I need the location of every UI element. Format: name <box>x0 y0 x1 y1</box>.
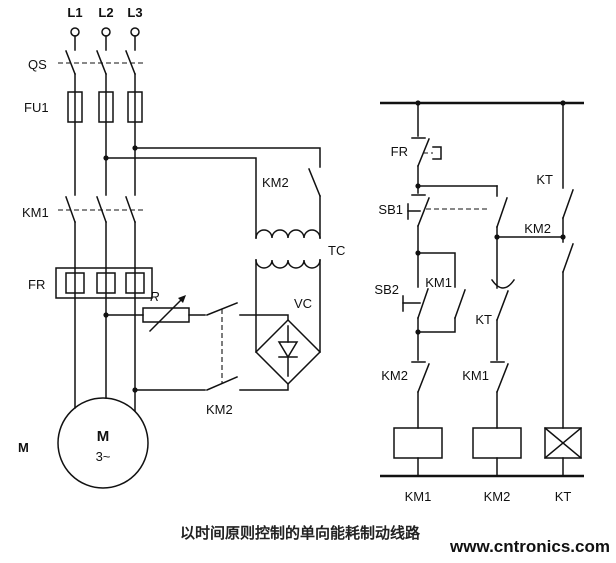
motor-symbol: M 3~ M <box>18 397 149 489</box>
label-qs: QS <box>28 57 47 72</box>
label-sb1: SB1 <box>378 202 403 217</box>
km1-main-contacts-symbol: KM1 <box>22 196 146 223</box>
fr-overload-symbol: FR <box>28 267 153 299</box>
power-circuit: L1 L2 L3 QS FU1 <box>18 5 345 489</box>
tc-branch-wires <box>103 145 321 239</box>
fr-control-contact-symbol: FR <box>391 102 442 194</box>
diode-icon <box>277 325 299 377</box>
label-km2-brake: KM2 <box>206 402 233 417</box>
label-kt-delay: KT <box>475 312 492 327</box>
km2-branch-wires <box>415 183 498 197</box>
label-coil-kt: KT <box>555 489 572 504</box>
sb1-no-contact-symbol <box>494 197 566 289</box>
km2-upper-contact-symbol: KM2 <box>262 168 321 239</box>
kt-coil-symbol: KT <box>543 426 583 504</box>
transformer-tc-symbol: TC <box>255 229 345 353</box>
label-km1-interlock: KM1 <box>462 368 489 383</box>
km2-interlock-symbol: KM2 <box>381 331 430 429</box>
label-vc: VC <box>294 296 312 311</box>
motor-letter: M <box>97 428 110 445</box>
label-tc: TC <box>328 243 345 258</box>
km2-brake-contacts-symbol: KM2 <box>132 302 289 417</box>
time-delay-arc-icon <box>490 278 516 289</box>
label-km2-latch: KM2 <box>524 221 551 236</box>
km2-coil-symbol: KM2 <box>472 427 522 504</box>
motor-phases: 3~ <box>96 449 111 464</box>
kt-delay-contact-symbol: KT <box>475 278 516 361</box>
label-r: R <box>150 289 159 304</box>
resistor-r-symbol: R <box>103 289 206 333</box>
label-km1-aux: KM1 <box>425 275 452 290</box>
label-l2: L2 <box>98 5 113 20</box>
terminal-circle-l1 <box>70 27 80 37</box>
sb2-km1-parallel-symbol: SB2 KM1 <box>374 250 466 335</box>
label-kt-top: KT <box>536 172 553 187</box>
terminal-circle-l2 <box>101 27 111 37</box>
control-circuit: FR SB1 SB2 KM1 <box>374 100 584 504</box>
phase-terminals: L1 L2 L3 <box>67 5 143 51</box>
resistor-arrow-icon <box>178 295 186 303</box>
label-motor-tag: M <box>18 440 29 455</box>
caption: 以时间原则控制的单向能耗制动线路 <box>180 524 421 542</box>
qs-switch-symbol: QS <box>28 50 146 75</box>
sb1-button-symbol: SB1 <box>378 194 490 254</box>
label-l1: L1 <box>67 5 82 20</box>
terminal-circle-l3 <box>130 27 140 37</box>
label-fu1: FU1 <box>24 100 49 115</box>
control-buses <box>380 100 584 478</box>
km1-coil-symbol: KM1 <box>393 427 443 504</box>
watermark: www.cntronics.com <box>449 537 610 556</box>
label-km2-upper: KM2 <box>262 175 289 190</box>
label-fr-control: FR <box>391 144 408 159</box>
fuse-fu1-symbol: FU1 <box>24 91 143 123</box>
label-sb2: SB2 <box>374 282 399 297</box>
label-coil-km1: KM1 <box>405 489 432 504</box>
phase-wires <box>74 73 136 412</box>
label-l3: L3 <box>127 5 142 20</box>
label-km2-interlock: KM2 <box>381 368 408 383</box>
label-fr-power: FR <box>28 277 45 292</box>
label-km1-power: KM1 <box>22 205 49 220</box>
label-coil-km2: KM2 <box>484 489 511 504</box>
km1-interlock-symbol: KM1 <box>462 361 509 429</box>
rectifier-vc-symbol: VC <box>254 296 322 386</box>
kt-branch-symbol: KT KM2 <box>524 102 574 429</box>
